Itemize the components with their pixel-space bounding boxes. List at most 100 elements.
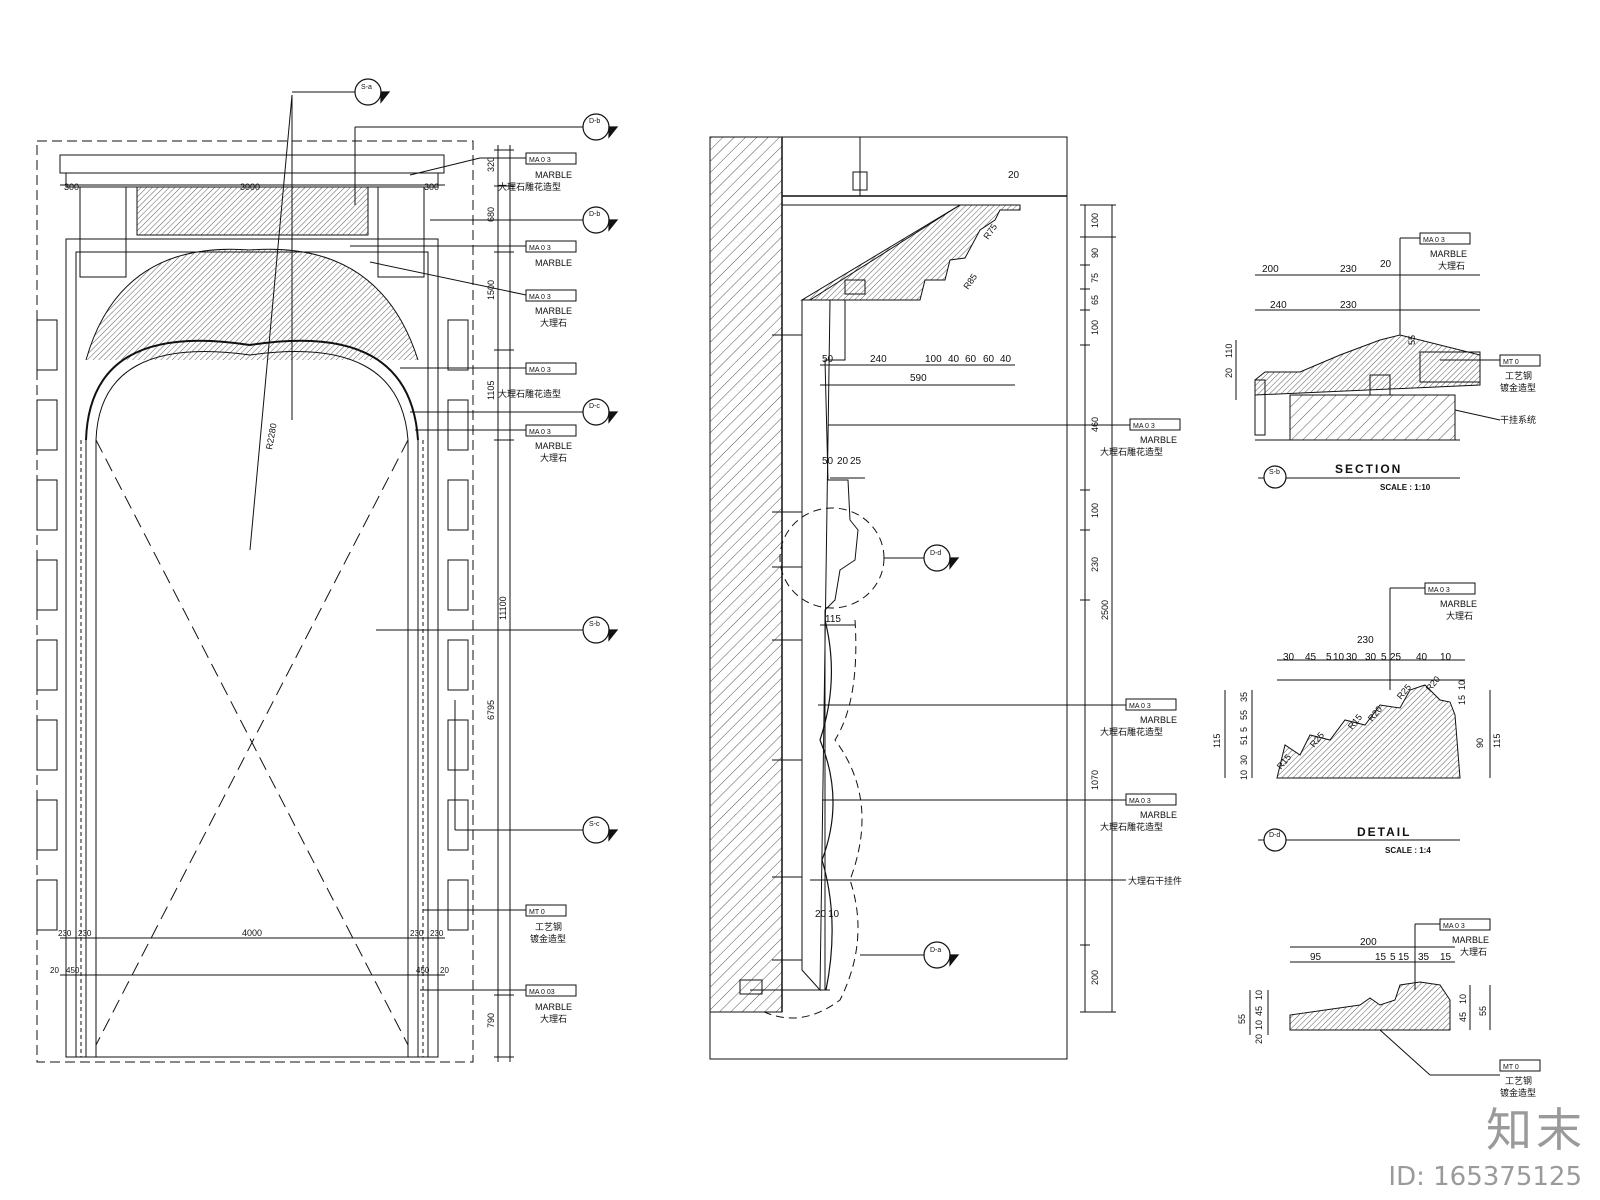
svg-text:10: 10 bbox=[1254, 1020, 1264, 1030]
elevation-section-marks bbox=[354, 78, 619, 844]
svg-text:MA 0 03: MA 0 03 bbox=[529, 989, 555, 996]
svg-text:MA 0 3: MA 0 3 bbox=[1428, 587, 1450, 594]
svg-text:45: 45 bbox=[1458, 1012, 1468, 1022]
dim-text: 450 bbox=[416, 966, 430, 975]
svg-text:10: 10 bbox=[1254, 990, 1264, 1000]
svg-text:10: 10 bbox=[1239, 770, 1249, 780]
svg-text:R20: R20 bbox=[1424, 674, 1442, 693]
svg-text:大理石: 大理石 bbox=[1446, 610, 1473, 621]
svg-text:5: 5 bbox=[1239, 727, 1249, 732]
svg-text:15: 15 bbox=[1457, 695, 1467, 705]
elevation-drawing bbox=[36, 91, 583, 1063]
svg-text:10: 10 bbox=[1457, 680, 1467, 690]
section-mark-sc bbox=[582, 816, 619, 844]
svg-text:MA 0 3: MA 0 3 bbox=[529, 157, 551, 164]
svg-text:15: 15 bbox=[1375, 952, 1387, 963]
svg-text:95: 95 bbox=[1310, 952, 1322, 963]
radius-text: R85 bbox=[961, 272, 979, 291]
svg-text:MARBLE: MARBLE bbox=[1140, 715, 1177, 725]
dim-text: 40 bbox=[1000, 354, 1012, 365]
note-tag-4: MA 0 3 大理石雕花造型 bbox=[498, 362, 577, 399]
svg-text:5: 5 bbox=[1390, 952, 1396, 963]
dim-text: 680 bbox=[486, 207, 496, 222]
detail-scale: SCALE : 1:4 bbox=[1385, 846, 1431, 855]
svg-text:35: 35 bbox=[1239, 692, 1249, 702]
dim-text: 1105 bbox=[486, 381, 496, 400]
mark-label: S-c bbox=[589, 821, 600, 828]
mark-label: D-d bbox=[930, 550, 941, 557]
svg-text:55: 55 bbox=[1237, 1014, 1247, 1024]
elevation-section-mark-labels: S-a D-b D-b D-c S-b S-c bbox=[361, 84, 600, 828]
svg-text:MA 0 3: MA 0 3 bbox=[1129, 703, 1151, 710]
section-mark-sa bbox=[354, 78, 391, 106]
svg-text:MARBLE: MARBLE bbox=[535, 306, 572, 316]
watermark-logo: 知末 bbox=[1486, 1103, 1586, 1157]
image-id-label: ID: 165375125 bbox=[1388, 1162, 1582, 1192]
mark-label: D-c bbox=[589, 403, 600, 410]
svg-text:MA 0 3: MA 0 3 bbox=[529, 294, 551, 301]
dim-text: 460 bbox=[1090, 417, 1100, 432]
svg-text:20: 20 bbox=[1224, 368, 1234, 378]
detail2-drawing bbox=[1249, 923, 1500, 1076]
note-tag-5: MA 0 3 MARBLE 大理石 bbox=[525, 424, 577, 463]
dim-text: 60 bbox=[983, 354, 995, 365]
section-drawing bbox=[709, 136, 1130, 1060]
svg-text:MARBLE: MARBLE bbox=[1140, 435, 1177, 445]
dim-text: 590 bbox=[910, 373, 927, 384]
svg-text:110: 110 bbox=[1224, 344, 1234, 358]
section-mark-dd bbox=[923, 544, 960, 572]
dim-text: 60 bbox=[965, 354, 977, 365]
note-tag-s3: MA 0 3 MARBLE 大理石雕花造型 bbox=[1100, 793, 1177, 832]
svg-text:5: 5 bbox=[1326, 652, 1332, 663]
svg-text:30: 30 bbox=[1346, 652, 1358, 663]
dim-text: 1070 bbox=[1090, 770, 1100, 790]
svg-text:115: 115 bbox=[1492, 734, 1502, 748]
svg-text:MARBLE: MARBLE bbox=[1440, 599, 1477, 609]
dim-text: 20 bbox=[50, 966, 59, 975]
svg-text:230: 230 bbox=[1357, 635, 1374, 646]
svg-text:40: 40 bbox=[1416, 652, 1428, 663]
svg-text:工艺钢: 工艺钢 bbox=[1505, 370, 1532, 381]
svg-text:30: 30 bbox=[1239, 755, 1249, 765]
mark-label: D-b bbox=[589, 118, 600, 125]
elevation-notes: MA 0 3 MARBLE 大理石雕花造型 MA 0 3 MARBLE MA 0… bbox=[498, 152, 577, 1024]
dim-text: 230 bbox=[78, 929, 92, 938]
svg-text:15: 15 bbox=[1398, 952, 1410, 963]
svg-text:55: 55 bbox=[1239, 710, 1249, 720]
svg-text:15: 15 bbox=[1440, 952, 1452, 963]
svg-text:MARBLE: MARBLE bbox=[535, 441, 572, 451]
section-mark-da bbox=[923, 941, 960, 969]
svg-text:大理石: 大理石 bbox=[1438, 260, 1465, 271]
detail2-notes: MA 0 3 MARBLE 大理石 MT 0 工艺钢 镀金造型 bbox=[1439, 918, 1541, 1098]
svg-text:MARBLE: MARBLE bbox=[1430, 249, 1467, 259]
svg-text:115: 115 bbox=[1212, 734, 1222, 748]
svg-text:MT 0: MT 0 bbox=[1503, 359, 1519, 366]
detail-notes: MA 0 3 MARBLE 大理石 bbox=[1424, 582, 1477, 621]
dim-text: 240 bbox=[870, 354, 887, 365]
dim-text: 100 bbox=[925, 354, 942, 365]
svg-text:90: 90 bbox=[1475, 738, 1485, 748]
dim-text: 230 bbox=[1090, 557, 1100, 572]
svg-text:25: 25 bbox=[1390, 652, 1402, 663]
dim-text: 230 bbox=[58, 929, 72, 938]
svg-text:MA 0 3: MA 0 3 bbox=[529, 245, 551, 252]
section-marks-mid bbox=[923, 544, 960, 969]
dim-text: 10 bbox=[828, 909, 840, 920]
dim-text: 20 bbox=[837, 456, 849, 467]
svg-text:MT 0: MT 0 bbox=[1503, 1064, 1519, 1071]
svg-text:230: 230 bbox=[1340, 300, 1357, 311]
dim-text: 1500 bbox=[486, 280, 496, 300]
svg-text:MA 0 3: MA 0 3 bbox=[1443, 923, 1465, 930]
svg-text:MA 0 3: MA 0 3 bbox=[1133, 423, 1155, 430]
svg-text:镀金造型: 镀金造型 bbox=[1500, 382, 1536, 393]
svg-text:MA 0 3: MA 0 3 bbox=[1129, 798, 1151, 805]
svg-text:10: 10 bbox=[1333, 652, 1345, 663]
dim-text: 3000 bbox=[240, 182, 260, 192]
detail-title: DETAIL bbox=[1357, 825, 1411, 839]
mark-label: S-b bbox=[589, 621, 600, 628]
mark-label: S-b bbox=[1269, 469, 1280, 476]
svg-text:45: 45 bbox=[1305, 652, 1317, 663]
svg-text:35: 35 bbox=[1418, 952, 1430, 963]
section-detail-notes: MA 0 3 MARBLE 大理石 MT 0 工艺钢 镀金造型 干挂系统 bbox=[1419, 232, 1541, 425]
